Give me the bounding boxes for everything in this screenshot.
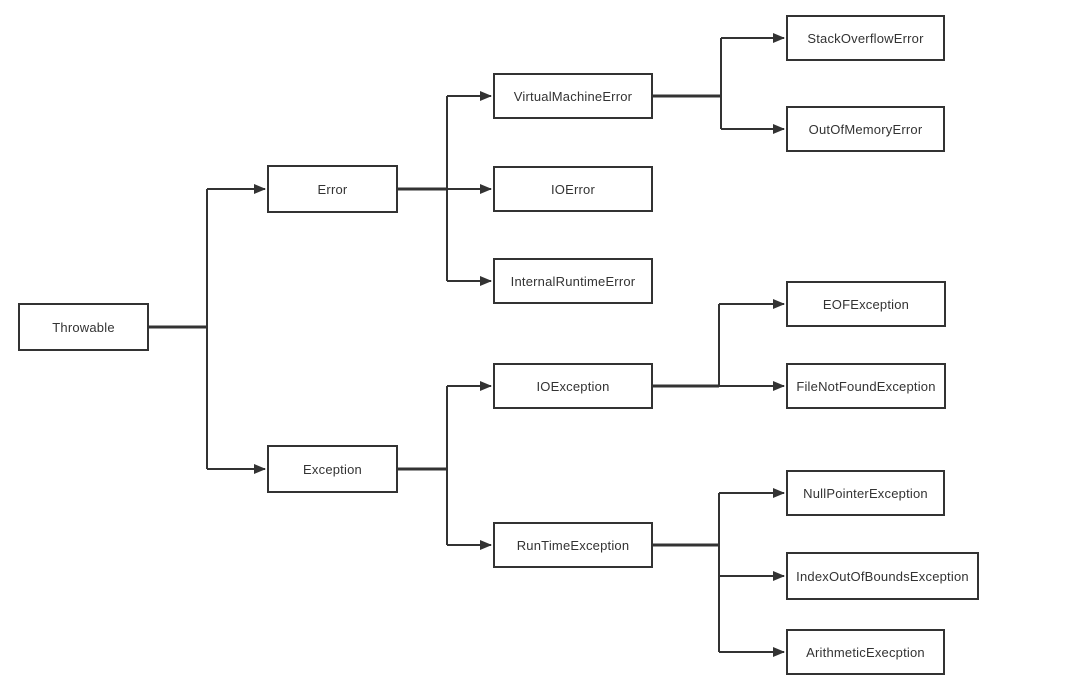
node-runtime-exception: RunTimeException: [493, 522, 653, 568]
node-null-pointer-exception: NullPointerException: [786, 470, 945, 516]
node-out-of-memory-error: OutOfMemoryError: [786, 106, 945, 152]
node-exception: Exception: [267, 445, 398, 493]
node-index-out-of-bounds-exception: IndexOutOfBoundsException: [786, 552, 979, 600]
node-io-exception: IOException: [493, 363, 653, 409]
node-io-error: IOError: [493, 166, 653, 212]
node-file-not-found-exception: FileNotFoundException: [786, 363, 946, 409]
node-eof-exception: EOFException: [786, 281, 946, 327]
node-throwable: Throwable: [18, 303, 149, 351]
node-arithmetic-execption: ArithmeticExecption: [786, 629, 945, 675]
node-stack-overflow-error: StackOverflowError: [786, 15, 945, 61]
node-error: Error: [267, 165, 398, 213]
node-virtual-machine-error: VirtualMachineError: [493, 73, 653, 119]
node-internal-runtime-error: InternalRuntimeError: [493, 258, 653, 304]
